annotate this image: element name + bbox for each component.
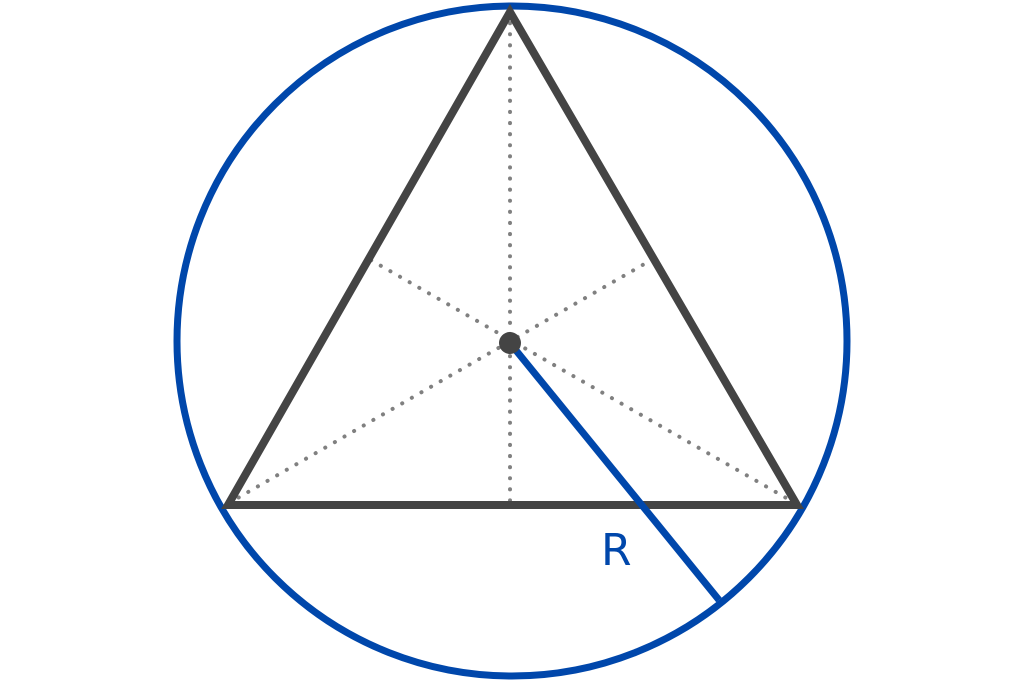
median-right <box>367 257 797 505</box>
radius-line <box>507 340 722 603</box>
circumcircle <box>173 2 851 680</box>
centroid-point <box>499 332 521 354</box>
equilateral-triangle <box>221 3 804 509</box>
median-left <box>227 257 655 505</box>
radius-label: R <box>601 525 632 576</box>
